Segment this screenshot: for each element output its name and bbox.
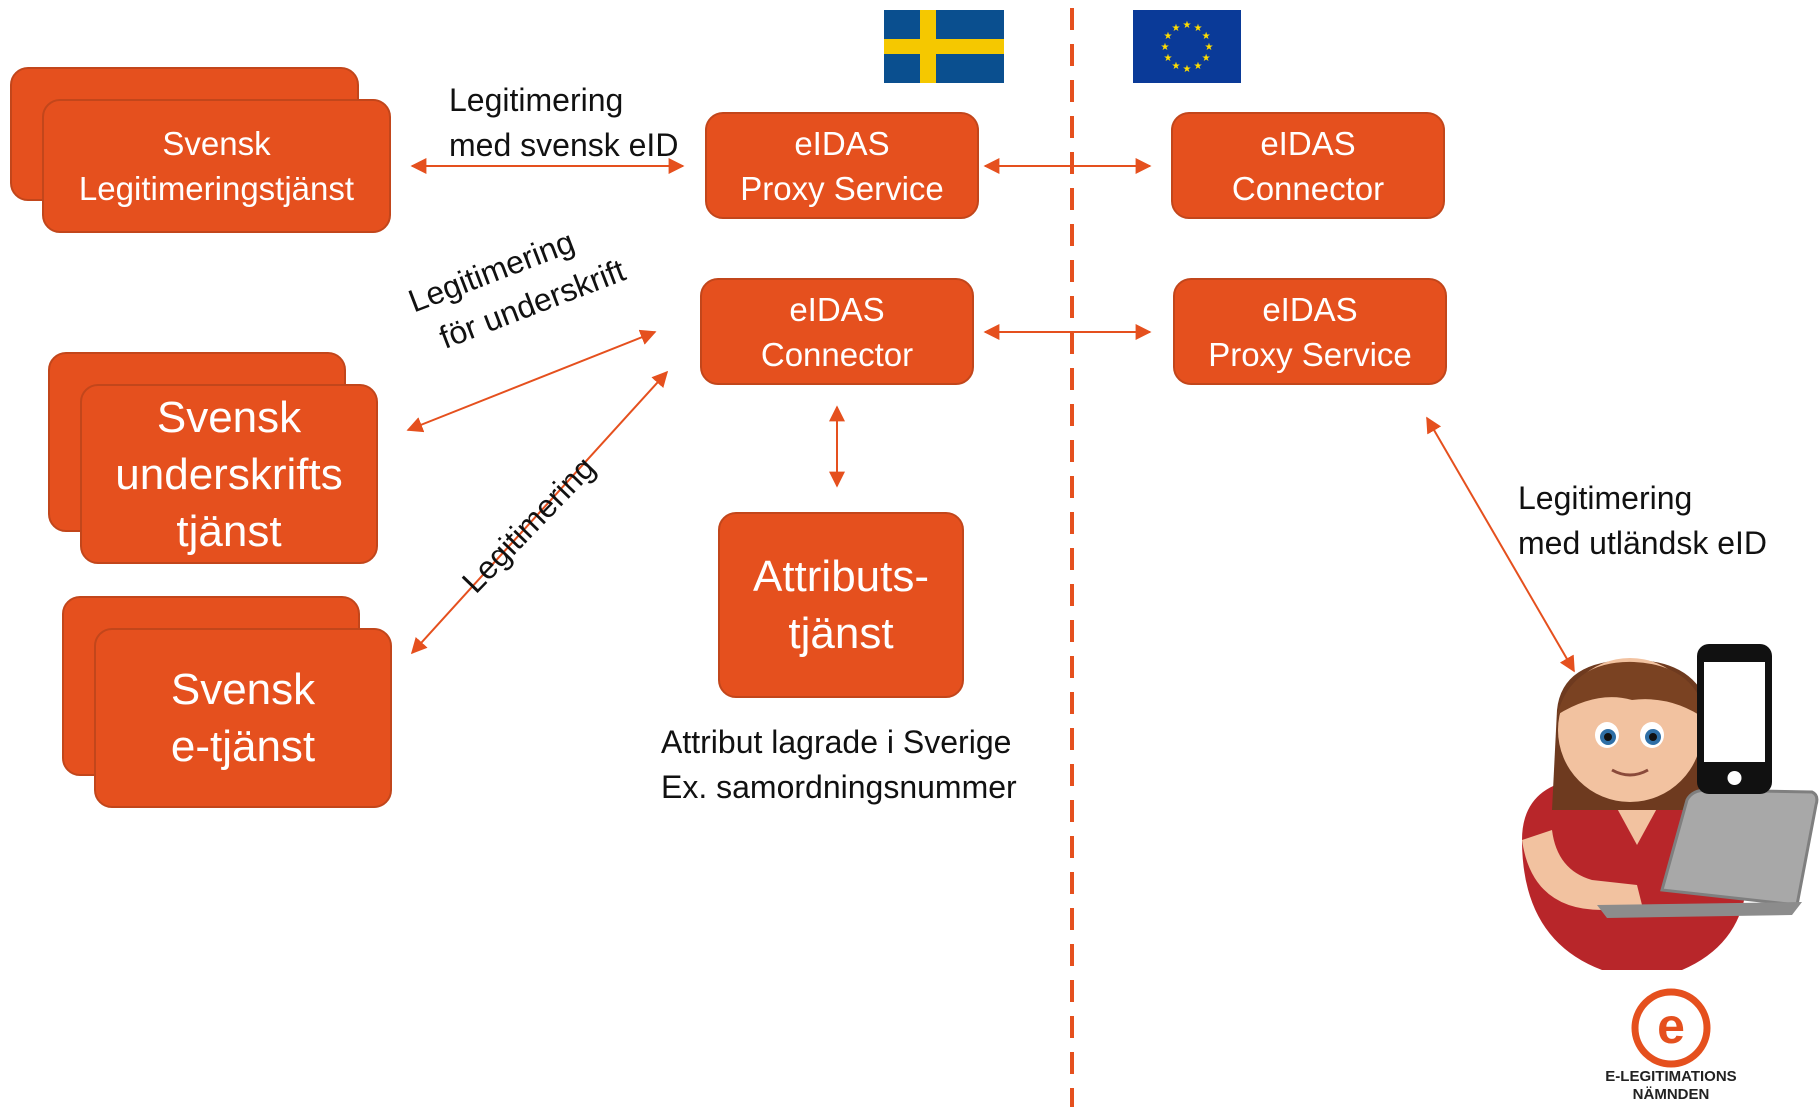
box-line: Proxy Service [740, 169, 944, 207]
eidas-connector-se-box: eIDAS Connector [700, 278, 974, 385]
eidas-connector-eu-box: eIDAS Connector [1171, 112, 1445, 219]
eidas-proxy-service-se-box: eIDAS Proxy Service [705, 112, 979, 219]
attribute-note: Attribut lagrade i Sverige Ex. samordnin… [661, 720, 1017, 810]
attributstjanst-box: Attributs- tjänst [718, 512, 964, 698]
eu-star: ★ [1183, 64, 1192, 75]
logo-letter: e [1657, 998, 1685, 1054]
eu-star: ★ [1202, 53, 1211, 64]
e-logo-icon: e [1631, 988, 1711, 1068]
eu-star: ★ [1202, 31, 1211, 42]
eu-star: ★ [1161, 42, 1170, 53]
box-line: Connector [1231, 169, 1385, 207]
box-line: eIDAS [1260, 124, 1356, 162]
box-line: eIDAS [794, 124, 890, 162]
arrow-etjanst-connector [410, 370, 669, 655]
eu-star: ★ [1163, 31, 1172, 42]
label-line: Legitimering [449, 82, 624, 118]
eu-flag-icon: ★★★★★★★★★★★★ [1133, 10, 1241, 83]
e-legitimationsnamnden-logo: e E-LEGITIMATIONS NÄMNDEN [1586, 988, 1756, 1107]
box-line: e-tjänst [170, 722, 316, 771]
box-line: eIDAS [1262, 290, 1358, 328]
svensk-underskriftstjanst-box: Svensk underskrifts tjänst [80, 384, 378, 564]
box-line: Proxy Service [1208, 335, 1412, 373]
box-line: tjänst [176, 506, 282, 556]
box-line: Svensk [162, 125, 271, 162]
label-line: med utländsk eID [1518, 525, 1768, 561]
sweden-flag-icon [884, 10, 1004, 83]
box-line: tjänst [788, 609, 894, 658]
box-line: underskrifts [115, 449, 343, 499]
person-with-phone-and-laptop-icon [1522, 644, 1819, 970]
eu-star: ★ [1172, 61, 1181, 72]
arrow-user-proxy [1426, 416, 1575, 673]
svensk-etjanst-box: Svensk e-tjänst [94, 628, 392, 808]
box-line: Legitimeringstjänst [78, 170, 355, 207]
eu-star: ★ [1163, 53, 1172, 64]
eu-star: ★ [1205, 42, 1214, 53]
box-line: Connector [760, 335, 914, 373]
label-legitimering-svensk-eid: Legitimering med svensk eID [449, 78, 678, 168]
box-line: Attributs- [752, 552, 930, 601]
logo-text: E-LEGITIMATIONS NÄMNDEN [1586, 1068, 1756, 1104]
logo-line: NÄMNDEN [1632, 1086, 1710, 1103]
box-line: eIDAS [789, 290, 885, 328]
eu-star: ★ [1183, 20, 1192, 31]
label-legitimering-utlandsk-eid: Legitimering med utländsk eID [1518, 476, 1767, 566]
box-line: Svensk [170, 665, 316, 714]
note-line: Attribut lagrade i Sverige [661, 724, 1012, 760]
label-line: Legitimering [1518, 480, 1693, 516]
logo-line: E-LEGITIMATIONS [1605, 1068, 1737, 1085]
eu-star: ★ [1194, 23, 1203, 34]
eidas-proxy-service-eu-box: eIDAS Proxy Service [1173, 278, 1447, 385]
svensk-legitimeringstjanst-box: Svensk Legitimeringstjänst [42, 99, 391, 233]
note-line: Ex. samordningsnummer [661, 769, 1017, 805]
eu-star: ★ [1194, 61, 1203, 72]
label-line: med svensk eID [449, 127, 679, 163]
eu-star: ★ [1172, 23, 1181, 34]
box-line: Svensk [156, 392, 302, 442]
